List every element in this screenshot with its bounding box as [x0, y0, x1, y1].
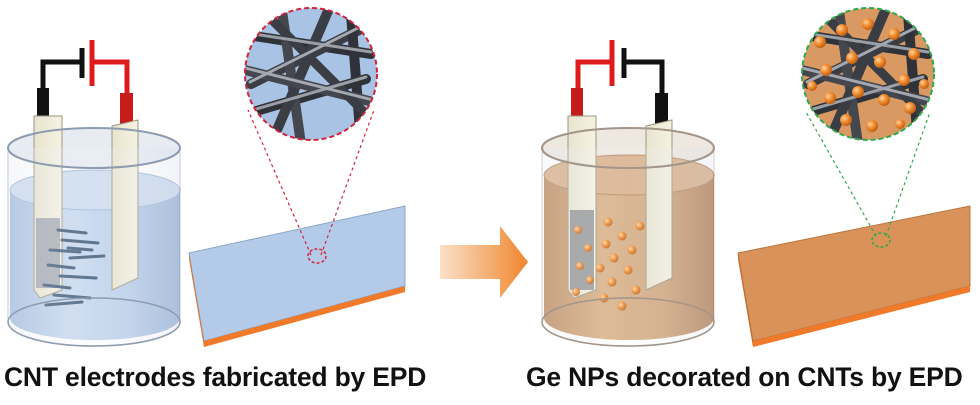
positive-wire [92, 59, 130, 95]
beaker-base-right [541, 297, 715, 347]
beaker-base [7, 297, 181, 347]
left-panel [7, 7, 406, 347]
zoom-line-right-green [885, 111, 931, 237]
ge-cnt-substrate [737, 205, 971, 347]
zoom-target-green [871, 232, 891, 248]
dc-power-source-icon [79, 40, 95, 86]
dc-power-source-icon-right [609, 40, 627, 86]
negative-wire-right [624, 59, 665, 95]
positive-clip-right [571, 88, 583, 118]
negative-wire [40, 59, 82, 90]
caption-cnt-electrodes: CNT electrodes fabricated by EPD [4, 362, 427, 392]
caption-ge-nps-decoration: Ge NPs decorated on CNTs by EPD [526, 362, 963, 392]
beaker-glass-right [541, 148, 715, 347]
magnified-view-icon-right [801, 7, 935, 141]
positive-wire-right [575, 59, 612, 90]
zoom-line-left [247, 109, 312, 256]
beaker-top-rim [7, 127, 181, 169]
right-panel [541, 7, 971, 347]
beaker-top-rim-right [541, 127, 715, 169]
beaker-icon [7, 148, 181, 347]
magnified-view-icon [244, 7, 378, 141]
process-arrow-icon [440, 226, 528, 298]
zoom-line-right [320, 109, 375, 256]
zoom-target [307, 248, 327, 264]
negative-clip [37, 88, 49, 118]
cnt-substrate [188, 205, 406, 347]
